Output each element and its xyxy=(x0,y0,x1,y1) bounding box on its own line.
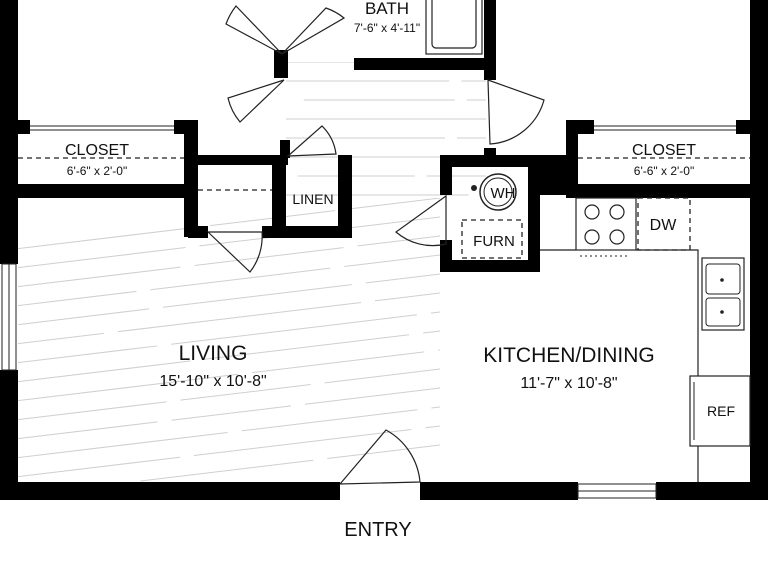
window-kitchen xyxy=(577,483,657,499)
living-labels: LIVING 15'-10" x 10'-8" xyxy=(159,342,266,390)
sink xyxy=(701,257,745,331)
refrigerator: REF xyxy=(689,375,751,447)
dishwasher: DW xyxy=(637,197,691,251)
water-heater: WH xyxy=(471,173,517,211)
floor-plank-line xyxy=(180,384,311,401)
furnace: FURN xyxy=(461,219,523,259)
floor-plank-line xyxy=(18,373,239,402)
kitchen-counter xyxy=(540,249,699,482)
interior-walls xyxy=(0,0,768,272)
floor-plank-line xyxy=(252,351,425,374)
floor-plank-line xyxy=(324,368,440,384)
closet-left-name: CLOSET xyxy=(65,142,129,159)
floor-plank-line xyxy=(374,292,440,302)
floor-plank-line xyxy=(18,345,158,364)
floor-plank-line xyxy=(18,401,167,421)
floor-plank-line xyxy=(425,425,440,429)
floor-plank-line xyxy=(171,314,417,345)
floor-plank-line xyxy=(18,290,137,307)
bathtub xyxy=(425,0,483,55)
floor-plank-line xyxy=(344,254,440,267)
floor-plank-line xyxy=(18,456,181,478)
living-name: LIVING xyxy=(179,342,248,365)
floor-plank-line xyxy=(171,405,292,421)
closet-left-labels: CLOSET 6'-6" x 2'-0" xyxy=(65,142,129,178)
floor-plank-line xyxy=(150,267,331,291)
floor-plank-line xyxy=(204,334,410,360)
furnace-label: FURN xyxy=(473,233,515,250)
bath-name: BATH xyxy=(365,0,409,18)
floor-plank-line xyxy=(327,444,440,460)
closet-tracks xyxy=(18,125,750,191)
water-heater-label: WH xyxy=(491,185,516,202)
kitchen-dims: 11'-7" x 10'-8" xyxy=(520,375,617,392)
floor-plank-line xyxy=(365,273,440,284)
range xyxy=(575,197,637,257)
floor-plank-line xyxy=(348,198,440,210)
floor-plank-line xyxy=(431,406,440,409)
door-swings xyxy=(206,5,545,485)
floor-plank-line xyxy=(304,387,440,405)
floor-plank-line xyxy=(462,429,577,443)
floor-plank-line xyxy=(18,308,150,326)
closet-left-dims: 6'-6" x 2'-0" xyxy=(67,164,127,178)
floor-plank-line xyxy=(18,360,191,383)
floor-plank-line xyxy=(193,428,412,457)
living-floor-pattern xyxy=(18,198,577,482)
floor-plank-line xyxy=(18,247,186,269)
floor-plank-line xyxy=(241,409,418,432)
bath-labels: BATH 7'-6" x 4'-11" xyxy=(354,0,420,35)
dishwasher-label: DW xyxy=(650,217,678,234)
floor-plank-line xyxy=(163,284,352,308)
window-left xyxy=(1,263,17,371)
floor-plank-line xyxy=(18,421,158,440)
closet-right-name: CLOSET xyxy=(632,142,696,159)
floor-plank-line xyxy=(423,330,440,334)
linen-name: LINEN xyxy=(292,191,333,207)
floor-plank-line xyxy=(332,216,440,231)
kitchen-labels: KITCHEN/DINING 11'-7" x 10'-8" xyxy=(483,344,655,392)
floor-plank-line xyxy=(357,235,440,247)
floor-plank-line xyxy=(18,431,228,459)
kitchen-name: KITCHEN/DINING xyxy=(483,344,655,367)
floor-plank-line xyxy=(117,301,362,333)
floor-plank-line xyxy=(194,247,344,266)
closet-right-labels: CLOSET 6'-6" x 2'-0" xyxy=(632,142,696,178)
floor-plank-line xyxy=(18,226,197,250)
entry-label: ENTRY xyxy=(344,519,411,541)
closet-right-dims: 6'-6" x 2'-0" xyxy=(634,164,694,178)
bath-dims: 7'-6" x 4'-11" xyxy=(354,21,420,35)
living-dims: 15'-10" x 10'-8" xyxy=(159,373,266,390)
floor-plank-line xyxy=(430,311,440,314)
refrigerator-label: REF xyxy=(707,403,735,419)
floor-plank-line xyxy=(18,332,104,345)
floor-plank-line xyxy=(18,266,181,288)
floor-plank-line xyxy=(140,459,314,482)
